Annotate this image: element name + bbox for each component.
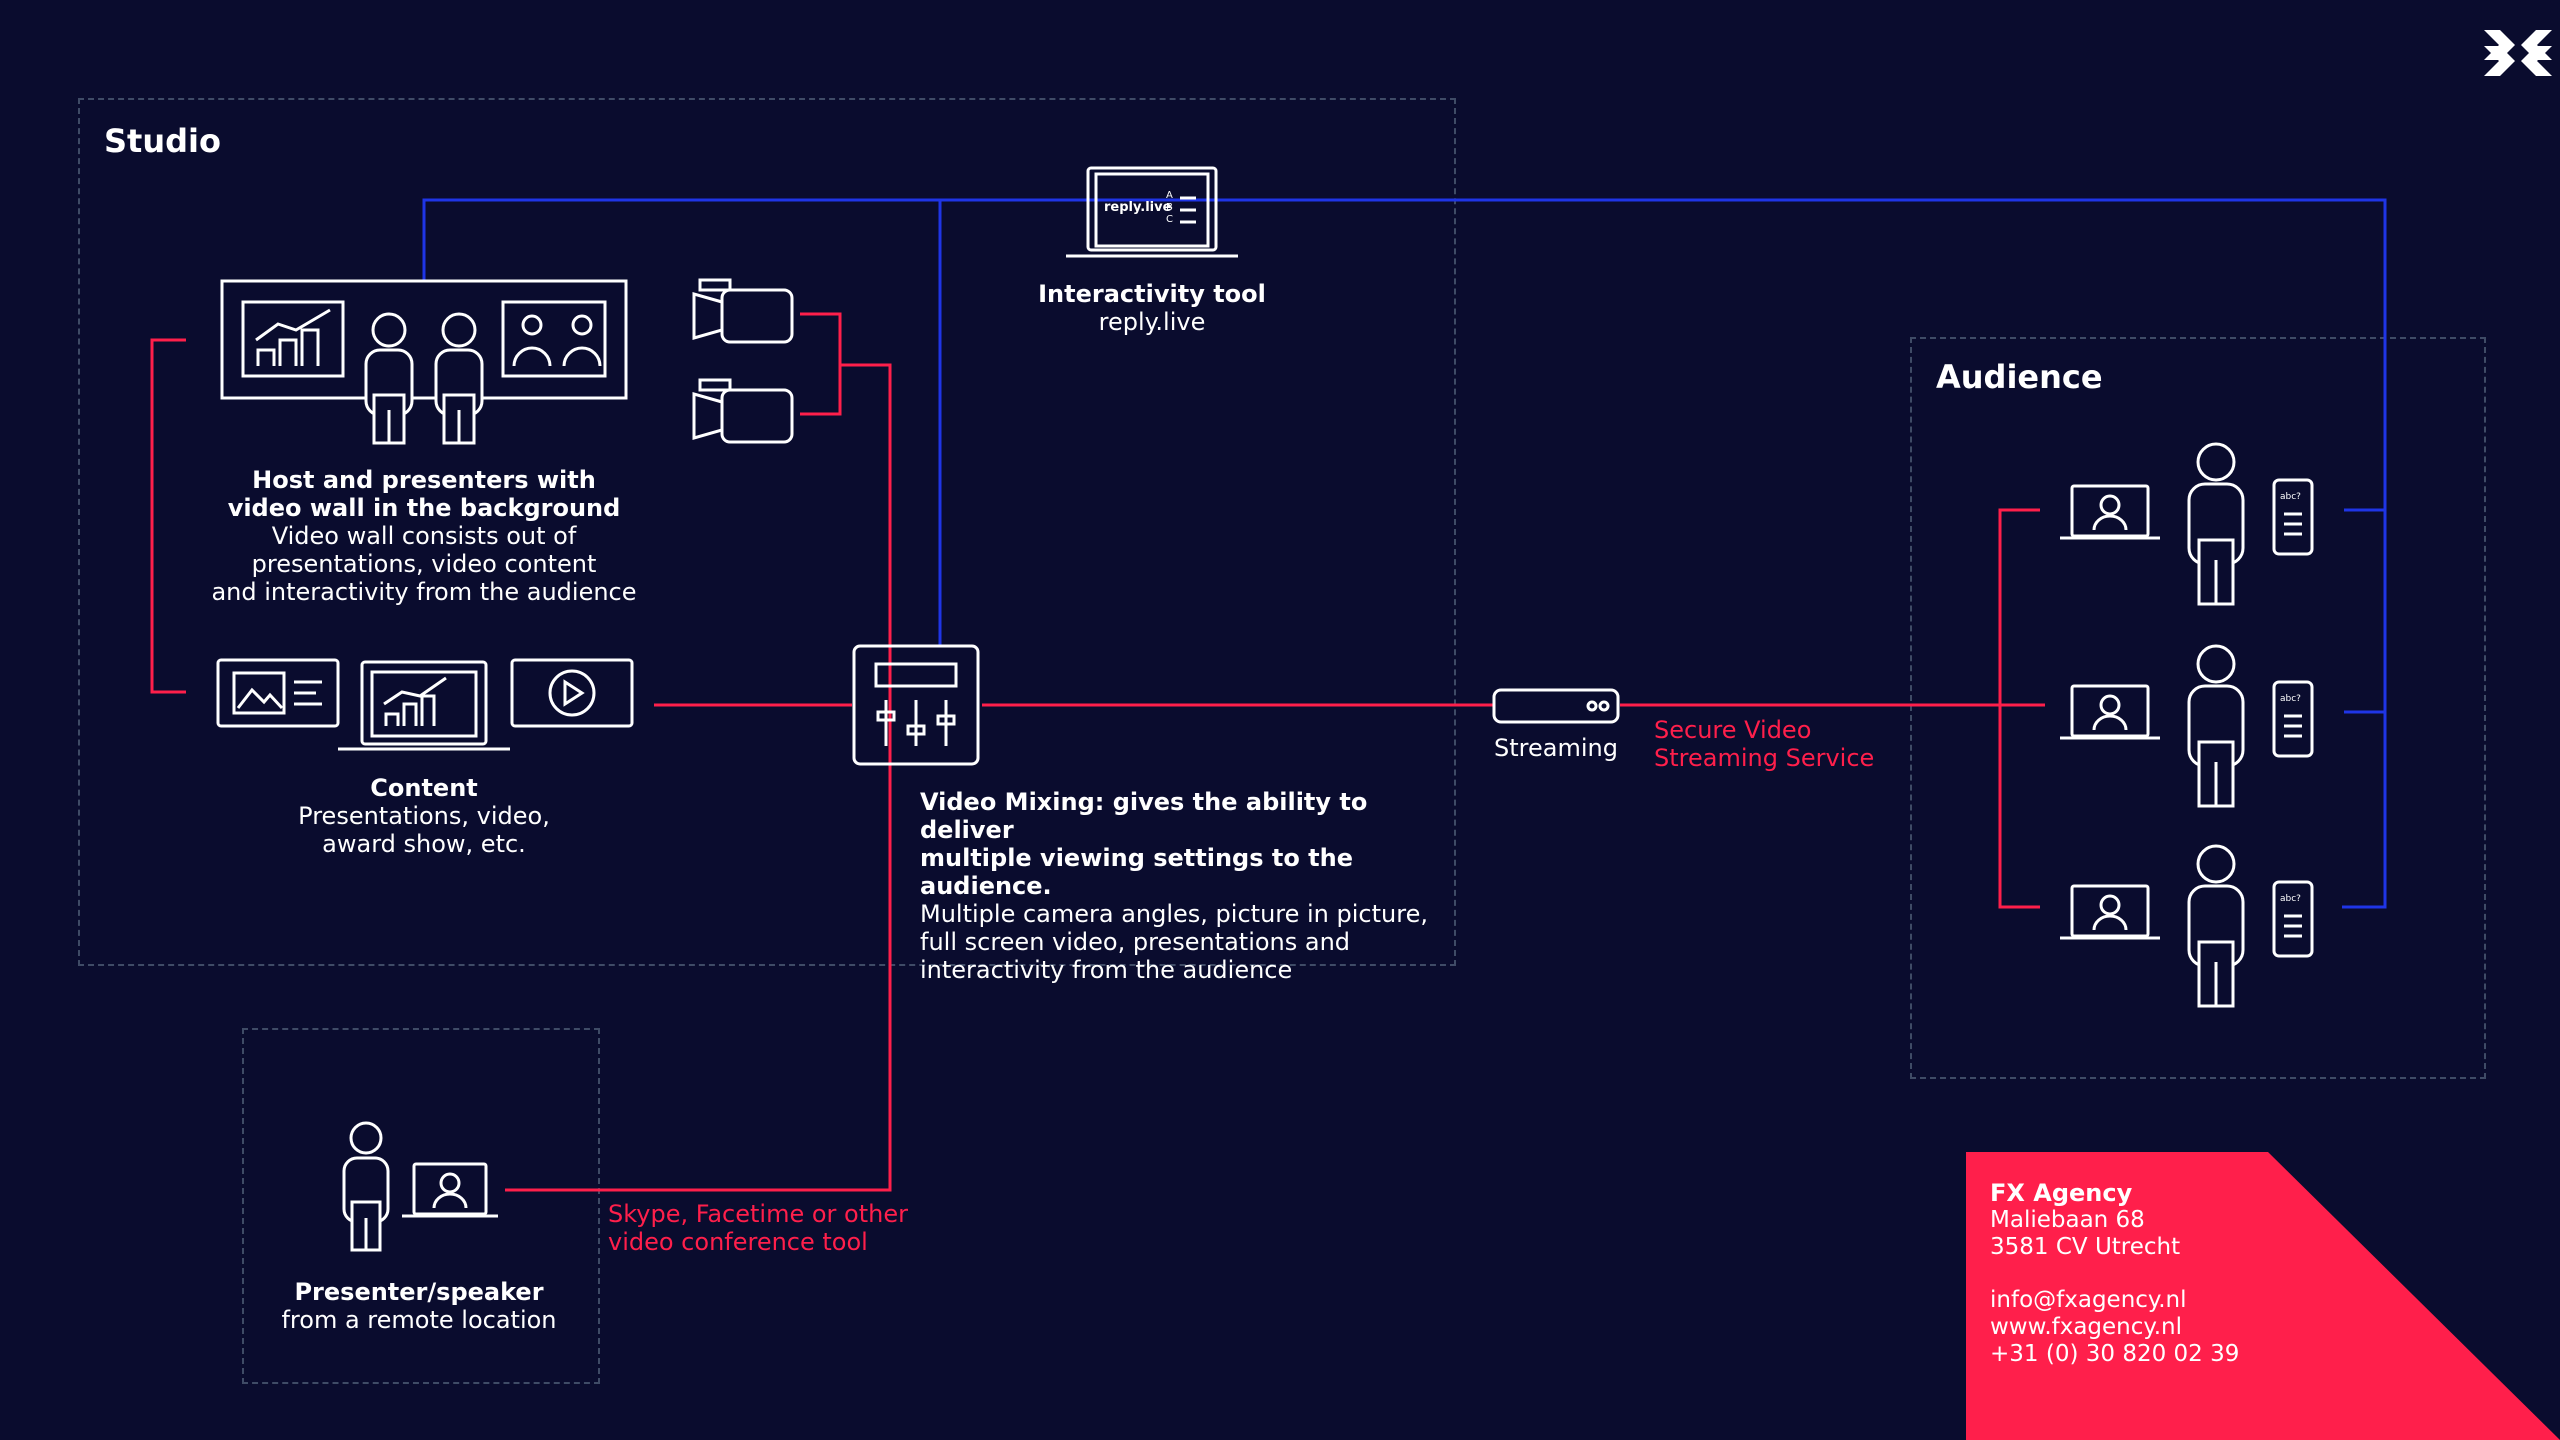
host-desc-line3: and interactivity from the audience: [211, 578, 637, 606]
streaming-label: Streaming: [1494, 734, 1618, 762]
streaming-device-icon: [1492, 688, 1620, 724]
interactivity-title: Interactivity tool: [1038, 280, 1266, 308]
studio-title: Studio: [104, 122, 221, 160]
contact-company: FX Agency: [1990, 1179, 2133, 1207]
video-wall-icon: [220, 279, 628, 400]
remote-title: Presenter/speaker: [294, 1278, 544, 1306]
streaming-service-line2: Streaming Service: [1654, 744, 1875, 772]
audience-person-3-icon: [2187, 844, 2245, 1008]
content-caption: Content Presentations, video, award show…: [224, 774, 624, 858]
studio-box: [78, 98, 1456, 966]
interactivity-subtitle: reply.live: [1098, 308, 1206, 336]
audience-laptop-2-icon: [2060, 684, 2160, 740]
host-desc-line1: Video wall consists out of: [271, 522, 577, 550]
streaming-service-line1: Secure Video: [1654, 716, 1812, 744]
red-connection-lines: [150, 312, 2045, 1192]
camera-1-icon: [692, 278, 794, 344]
host-caption: Host and presenters with video wall in t…: [174, 466, 674, 606]
contact-web[interactable]: www.fxagency.nl: [1990, 1314, 2183, 1340]
audience-title: Audience: [1936, 358, 2103, 396]
audience-phone-1-text: abc?: [2280, 492, 2301, 502]
content-desc-line2: award show, etc.: [322, 830, 526, 858]
audience-phone-3-text: abc?: [2280, 894, 2301, 904]
remote-box: [242, 1028, 600, 1384]
audience-phone-2-text: abc?: [2280, 694, 2301, 704]
video-monitor-icon: [510, 658, 634, 728]
remote-tool-label: Skype, Facetime or other video conferenc…: [608, 1200, 948, 1256]
video-mixer-icon: [852, 644, 980, 766]
camera-2-icon: [692, 378, 794, 444]
contact-street: Maliebaan 68: [1990, 1207, 2145, 1233]
host-title-line1: Host and presenters with: [252, 466, 596, 494]
contact-email[interactable]: info@fxagency.nl: [1990, 1287, 2187, 1313]
contact-block: FX Agency Maliebaan 68 3581 CV Utrecht i…: [1990, 1180, 2239, 1368]
mixing-caption: Video Mixing: gives the ability to deliv…: [920, 788, 1460, 984]
host-title-line2: video wall in the background: [227, 494, 621, 522]
audience-laptop-3-icon: [2060, 884, 2160, 940]
mixing-desc-line3: interactivity from the audience: [920, 956, 1293, 984]
contact-city: 3581 CV Utrecht: [1990, 1234, 2181, 1260]
audience-phone-3-icon: [2272, 880, 2314, 958]
content-title: Content: [370, 774, 478, 802]
remote-tool-line1: Skype, Facetime or other: [608, 1200, 908, 1228]
contact-spacer: [1990, 1261, 2239, 1287]
remote-subtitle: from a remote location: [281, 1306, 557, 1334]
presentation-monitor-icon: [216, 658, 340, 728]
interactivity-screen-text: reply.live: [1104, 200, 1172, 215]
audience-box: [1910, 337, 2486, 1079]
mixing-title-line2: multiple viewing settings to the audienc…: [920, 844, 1354, 900]
content-laptop-icon: [338, 660, 510, 751]
interactivity-option-c: C: [1166, 214, 1173, 225]
mixing-title-line1: Video Mixing: gives the ability to deliv…: [920, 788, 1368, 844]
audience-phone-2-icon: [2272, 680, 2314, 758]
content-desc-line1: Presentations, video,: [298, 802, 550, 830]
audience-person-1-icon: [2187, 442, 2245, 606]
audience-phone-1-icon: [2272, 478, 2314, 556]
remote-laptop-icon: [402, 1162, 498, 1218]
interactivity-laptop-icon: [1066, 166, 1238, 258]
audience-laptop-1-icon: [2060, 484, 2160, 540]
audience-person-2-icon: [2187, 644, 2245, 808]
interactivity-option-a: A: [1166, 190, 1173, 201]
remote-person-icon: [342, 1121, 390, 1252]
interactivity-option-b: B: [1166, 202, 1173, 213]
remote-caption: Presenter/speaker from a remote location: [254, 1278, 584, 1334]
interactivity-caption: Interactivity tool reply.live: [1002, 280, 1302, 336]
host-desc-line2: presentations, video content: [251, 550, 597, 578]
blue-connection-lines: [422, 198, 2387, 909]
fx-logo-icon: [2484, 30, 2552, 76]
presenter-person-2-icon: [434, 312, 484, 445]
remote-tool-line2: video conference tool: [608, 1228, 868, 1256]
contact-phone[interactable]: +31 (0) 30 820 02 39: [1990, 1341, 2240, 1367]
streaming-service-label: Secure Video Streaming Service: [1654, 716, 1914, 772]
mixing-desc-line1: Multiple camera angles, picture in pictu…: [920, 900, 1428, 928]
mixing-desc-line2: full screen video, presentations and: [920, 928, 1351, 956]
presenter-person-1-icon: [364, 312, 414, 445]
